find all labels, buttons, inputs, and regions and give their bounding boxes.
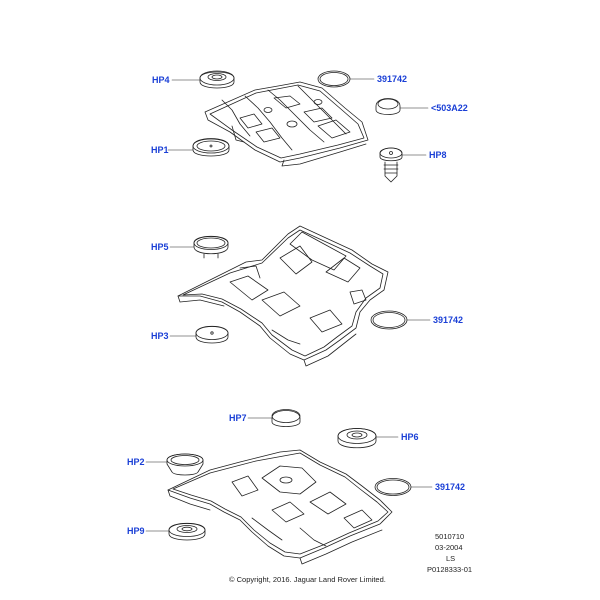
top-floor-panel — [204, 81, 369, 167]
bottom-hp7-plug-drawing — [271, 409, 301, 427]
label-bottom-hp6[interactable]: HP6 — [401, 432, 419, 442]
middle-hp3-plug-drawing — [195, 325, 229, 344]
top-391742-seal-drawing — [317, 70, 351, 88]
bottom-hp9-plug-drawing — [168, 522, 206, 541]
leader-lines — [145, 78, 433, 532]
label-top-hp1[interactable]: HP1 — [151, 145, 169, 155]
label-bottom-hp7[interactable]: HP7 — [229, 413, 247, 423]
reference-number: 5010710 — [435, 532, 465, 541]
copyright-notice: © Copyright, 2016. Jaguar Land Rover Lim… — [229, 575, 386, 584]
bottom-floor-pan — [167, 449, 393, 565]
top-503a22-plug-drawing — [375, 98, 401, 115]
bottom-hp2-plug-drawing — [166, 453, 204, 476]
bottom-hp6-plug-drawing — [337, 428, 377, 449]
illustration-id: P0128333-01 — [427, 565, 473, 574]
top-hp1-plug-drawing — [192, 138, 230, 157]
middle-391742-seal-drawing — [370, 310, 408, 330]
bottom-391742-seal-drawing — [374, 478, 412, 496]
top-hp4-plug-drawing — [199, 70, 235, 89]
label-middle-hp5[interactable]: HP5 — [151, 242, 169, 252]
revision-date: 03-2004 — [435, 543, 463, 552]
middle-floor-pan — [177, 225, 389, 367]
label-middle-391742[interactable]: 391742 — [433, 315, 464, 325]
author-initials: LS — [446, 554, 456, 563]
label-top-hp4[interactable]: HP4 — [152, 75, 170, 85]
label-top-503a22[interactable]: <503A22 — [431, 103, 468, 113]
label-bottom-391742[interactable]: 391742 — [435, 482, 466, 492]
label-middle-hp3[interactable]: HP3 — [151, 331, 169, 341]
label-top-hp8[interactable]: HP8 — [429, 150, 447, 160]
label-bottom-hp2[interactable]: HP2 — [127, 457, 145, 467]
label-bottom-hp9[interactable]: HP9 — [127, 526, 145, 536]
top-hp8-clip-drawing — [379, 147, 403, 183]
middle-hp5-plug-drawing — [193, 235, 229, 259]
label-top-391742[interactable]: 391742 — [377, 74, 408, 84]
